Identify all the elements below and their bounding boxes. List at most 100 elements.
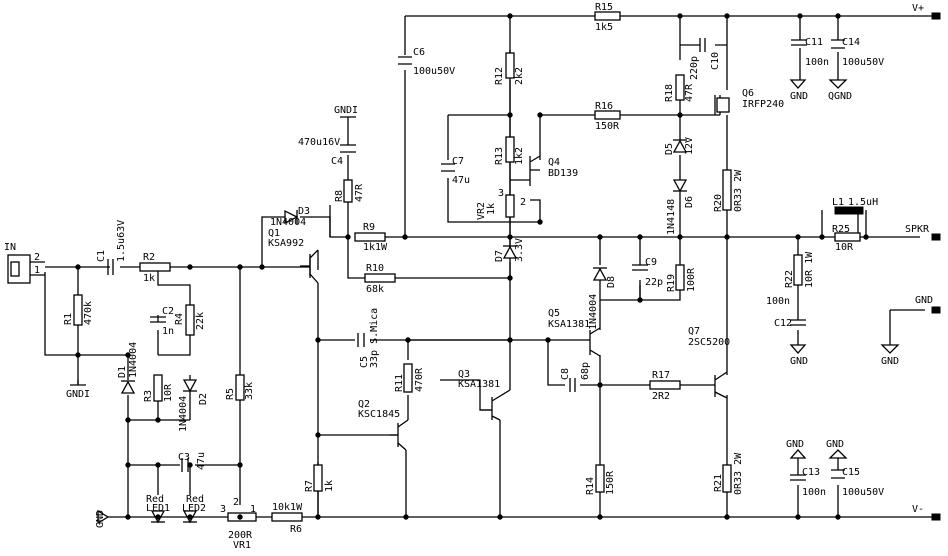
vr1-pin-2: 2 xyxy=(233,497,239,508)
label-r8-ref: R8 xyxy=(334,190,345,202)
gnd-label-right: GND xyxy=(915,295,933,306)
label-d2-ref: D2 xyxy=(198,393,209,405)
label-r25-ref: R25 xyxy=(832,224,850,235)
label-c14-ref: C14 xyxy=(842,37,860,48)
label-r15-ref: R15 xyxy=(595,2,613,13)
label-q2-ref: Q2 xyxy=(358,399,370,410)
qgnd-label: QGND xyxy=(828,91,852,102)
label-c1-ref: C1 xyxy=(96,250,107,262)
label-r22-val: 10R 1W xyxy=(804,251,815,288)
label-r15-val: 1k5 xyxy=(595,22,613,33)
label-c13-val: 100n xyxy=(802,487,826,498)
label-c10-ref: C10 xyxy=(710,52,721,70)
wires xyxy=(44,12,941,521)
label-q1-ref: Q1 xyxy=(268,228,280,239)
label-r6-ref: R6 xyxy=(290,524,302,535)
gndi-label-bottom: GNDI xyxy=(66,389,90,400)
label-r18-ref: R18 xyxy=(664,84,675,102)
label-r7-ref: R7 xyxy=(304,480,315,492)
label-r13-ref: R13 xyxy=(494,147,505,165)
label-r20-val: 0R33 2W xyxy=(733,169,744,212)
label-c11-ref: C11 xyxy=(805,37,823,48)
label-r16-ref: R16 xyxy=(595,101,613,112)
label-c13-ref: C13 xyxy=(802,467,820,478)
label-q5-val: KSA1381 xyxy=(548,319,590,330)
in-label: IN xyxy=(4,242,16,253)
label-r7-val: 1k xyxy=(324,480,335,492)
label-q6-ref: Q6 xyxy=(742,88,754,99)
label-vr2-ref: VR2 xyxy=(476,202,487,220)
label-d7-val: 3.3V xyxy=(514,238,525,262)
label-c7-val: 47u xyxy=(452,175,470,186)
label-c3-ref: C3 xyxy=(178,452,190,463)
label-r19-val: 100R xyxy=(686,267,697,292)
label-r14-ref: R14 xyxy=(585,477,596,495)
label-d1-val: 1N4004 xyxy=(128,342,139,378)
label-d8-ref: D8 xyxy=(606,276,617,288)
label-c7-ref: C7 xyxy=(452,156,464,167)
gnd-label-c15: GND xyxy=(826,439,844,450)
label-r17-val: 2R2 xyxy=(652,391,670,402)
label-c8-ref: C8 xyxy=(560,368,571,380)
label-r1-val: 470k xyxy=(83,301,94,325)
label-l1-val: 1.5uH xyxy=(848,197,878,208)
label-c12-ref: C12 xyxy=(774,318,792,329)
in-pin-2: 2 xyxy=(34,252,40,263)
label-r1-ref: R1 xyxy=(63,313,74,325)
label-r18-val: 47R xyxy=(684,83,695,102)
label-c12-val: 100n xyxy=(766,296,790,307)
label-d1-ref: D1 xyxy=(117,366,128,378)
gnd-label-c12: GND xyxy=(790,356,808,367)
component-labels: R2 1k C2 1n C3 Red LED1 Red LED2 200R VR… xyxy=(63,2,884,551)
label-r21-val: 0R33 2W xyxy=(733,452,744,495)
label-r12-ref: R12 xyxy=(494,67,505,85)
label-c9-ref: C9 xyxy=(645,257,657,268)
label-r12-val: 2k2 xyxy=(514,67,525,85)
label-d5-val: 12V xyxy=(684,137,695,155)
label-r5-ref: R5 xyxy=(225,388,236,400)
label-q2-val: KSC1845 xyxy=(358,409,400,420)
label-led1-ref: LED1 xyxy=(146,503,170,514)
label-d5-ref: D5 xyxy=(664,143,675,155)
label-c10-val: 220p xyxy=(689,56,700,80)
label-r14-val: 150R xyxy=(605,470,616,495)
label-d8-val: 1N4004 xyxy=(588,294,599,330)
label-c6-ref: C6 xyxy=(413,47,425,58)
label-r25-val: 10R xyxy=(835,242,854,253)
label-r20-ref: R20 xyxy=(713,194,724,212)
vr1-pin-3: 3 xyxy=(220,504,226,515)
label-c5-val: 33p S.Mica xyxy=(369,308,380,368)
label-r4-ref: R4 xyxy=(174,313,185,325)
component-bodies xyxy=(7,11,941,524)
spkr-label: SPKR xyxy=(905,224,930,235)
label-l1-ref: L1 xyxy=(832,197,844,208)
label-d3-ref: D3 xyxy=(298,206,310,217)
label-led2-val: Red xyxy=(186,494,204,505)
label-c14-val: 100u50V xyxy=(842,57,884,68)
label-c5-ref: C5 xyxy=(359,356,370,368)
vplus-label: V+ xyxy=(912,3,924,14)
label-vr2-val: 1k xyxy=(486,203,497,215)
label-q3-val: KSA1381 xyxy=(458,379,500,390)
label-q4-ref: Q4 xyxy=(548,157,560,168)
label-c15-ref: C15 xyxy=(842,467,860,478)
label-r3-ref: R3 xyxy=(143,390,154,402)
in-pin-1: 1 xyxy=(34,265,40,276)
label-c3-val: 47u xyxy=(196,452,207,470)
label-r22-ref: R22 xyxy=(784,270,795,288)
label-d7-ref: D7 xyxy=(494,250,505,262)
label-r9-ref: R9 xyxy=(363,222,375,233)
label-c2-ref: C2 xyxy=(162,306,174,317)
gnd-label-left: GND xyxy=(95,510,106,528)
label-q7-val: 2SC5200 xyxy=(688,337,730,348)
label-c4-ref: C4 xyxy=(331,156,343,167)
gnd-label-spkr: GND xyxy=(881,356,899,367)
label-c9-val: 22p xyxy=(645,277,663,288)
label-r17-ref: R17 xyxy=(652,370,670,381)
label-c11-val: 100n xyxy=(805,57,829,68)
label-vr1-val: 200R xyxy=(228,530,253,541)
label-c6-val: 100u50V xyxy=(413,66,455,77)
junctions xyxy=(75,13,869,520)
label-r6-val: 10k1W xyxy=(272,502,303,513)
